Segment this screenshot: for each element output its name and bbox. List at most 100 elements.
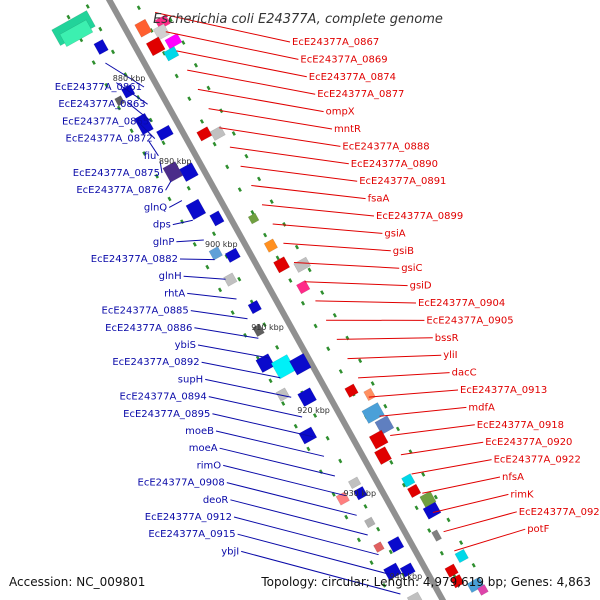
tick-label: 930 kbp — [343, 489, 376, 498]
right-gene-label: EcE24377A_0874 — [309, 72, 396, 83]
leader-line-left — [159, 161, 163, 174]
left-gene-label: EcE24377A_0876 — [76, 185, 163, 196]
gene-feature — [275, 387, 290, 402]
gene-block — [450, 574, 465, 589]
right-gene-label: nfsA — [502, 472, 524, 483]
left-gene-label: deoR — [203, 495, 229, 506]
gene-feature — [185, 198, 207, 221]
gene-block — [406, 483, 422, 499]
gene-block — [374, 415, 395, 435]
gene-feature — [247, 212, 260, 225]
leader-line-right — [208, 108, 333, 130]
tick-label: 940 kbp — [390, 572, 423, 581]
right-gene-label: EcE24377A_0867 — [292, 37, 379, 48]
leader-line-left — [237, 533, 390, 575]
leader-line-right — [283, 242, 391, 252]
gene-feature — [353, 486, 368, 501]
gene-block — [209, 210, 225, 227]
leader-line-left — [233, 516, 379, 556]
gene-block — [185, 198, 207, 221]
gene-feature — [296, 279, 311, 295]
left-gene-label: rimO — [197, 460, 222, 471]
gene-block — [353, 486, 368, 501]
genome-backbone — [105, 0, 447, 600]
gene-feature — [162, 161, 184, 183]
gene-block — [347, 476, 362, 490]
leader-line-left — [190, 310, 248, 320]
gene-feature — [263, 238, 279, 253]
gene-block — [263, 238, 279, 253]
gene-feature — [401, 473, 416, 488]
leader-line-right — [154, 12, 291, 43]
gene-block — [344, 383, 359, 398]
leader-line-left — [183, 275, 226, 280]
right-gene-label: EcE24377A_0899 — [376, 211, 463, 222]
gene-block — [289, 353, 312, 376]
gene-block — [223, 272, 238, 287]
gene-feature — [59, 19, 94, 48]
gene-block — [373, 541, 385, 553]
label-layer: EcE24377A_0861EcE24377A_0863EcE24377A_08… — [55, 37, 600, 557]
right-gene-label: EcE24377A_0877 — [317, 89, 404, 100]
left-gene-label: glnP — [153, 237, 175, 248]
gene-feature — [196, 126, 213, 142]
right-gene-label: EcE24377A_0913 — [460, 385, 547, 396]
left-gene-label: EcE24377A_0861 — [55, 82, 142, 93]
leader-line-right — [219, 127, 341, 147]
leader-line-left — [148, 141, 159, 157]
leader-line-left — [208, 396, 303, 418]
right-gene-label: EcE24377A_0904 — [418, 298, 505, 309]
gene-block — [252, 323, 265, 337]
right-gene-label: EcE24377A_0890 — [351, 159, 438, 170]
leader-line-right — [315, 300, 417, 304]
left-gene-label: moeA — [189, 443, 218, 454]
left-gene-label: fiu — [144, 151, 157, 162]
leader-line-left — [223, 464, 346, 497]
gene-feature — [361, 402, 385, 424]
right-gene-label: bssR — [435, 333, 459, 344]
leader-line-right — [197, 88, 324, 113]
leader-line-left — [226, 482, 357, 516]
gene-block — [293, 256, 312, 273]
gene-block — [163, 46, 180, 62]
gene-feature — [374, 415, 395, 435]
left-gene-label: supH — [178, 374, 203, 385]
gene-block — [156, 124, 174, 142]
left-gene-label: moeB — [185, 426, 214, 437]
leader-line-right — [443, 511, 517, 533]
leader-line-right — [379, 406, 467, 417]
right-gene-label: EcE24377A_0905 — [426, 315, 513, 326]
leader-line-right — [422, 476, 501, 494]
right-gene-label: dacC — [452, 368, 477, 379]
leader-line-right — [293, 262, 400, 269]
tick-label: 920 kbp — [297, 406, 330, 415]
gene-block — [444, 563, 459, 578]
leader-line-left — [176, 239, 204, 243]
right-gene-label: EcE24377A_0891 — [359, 176, 446, 187]
gene-block — [270, 354, 296, 380]
gene-feature — [431, 529, 442, 542]
gene-block — [247, 212, 260, 225]
gene-feature — [209, 210, 225, 227]
gene-feature — [247, 299, 262, 315]
left-gene-label: ybiS — [175, 340, 196, 351]
gene-block — [114, 95, 125, 107]
leader-line-right — [347, 354, 442, 360]
leader-line-left — [205, 378, 292, 398]
gene-feature — [163, 46, 180, 62]
gene-feature — [422, 501, 442, 520]
gene-feature — [208, 246, 223, 261]
right-gene-label: yliI — [443, 350, 457, 361]
leader-line-right — [240, 165, 358, 182]
gene-feature — [145, 36, 166, 57]
gene-block — [399, 562, 416, 578]
gene-block — [164, 33, 183, 50]
right-gene-label: fsaA — [368, 194, 390, 205]
accession-text: Accession: NC_009801 — [9, 575, 146, 589]
gene-feature — [444, 563, 459, 578]
topology-text: Topology: circular; Length: 4,979,619 bp… — [261, 575, 591, 589]
gene-feature — [209, 125, 226, 141]
right-gene-label: potF — [527, 524, 549, 535]
